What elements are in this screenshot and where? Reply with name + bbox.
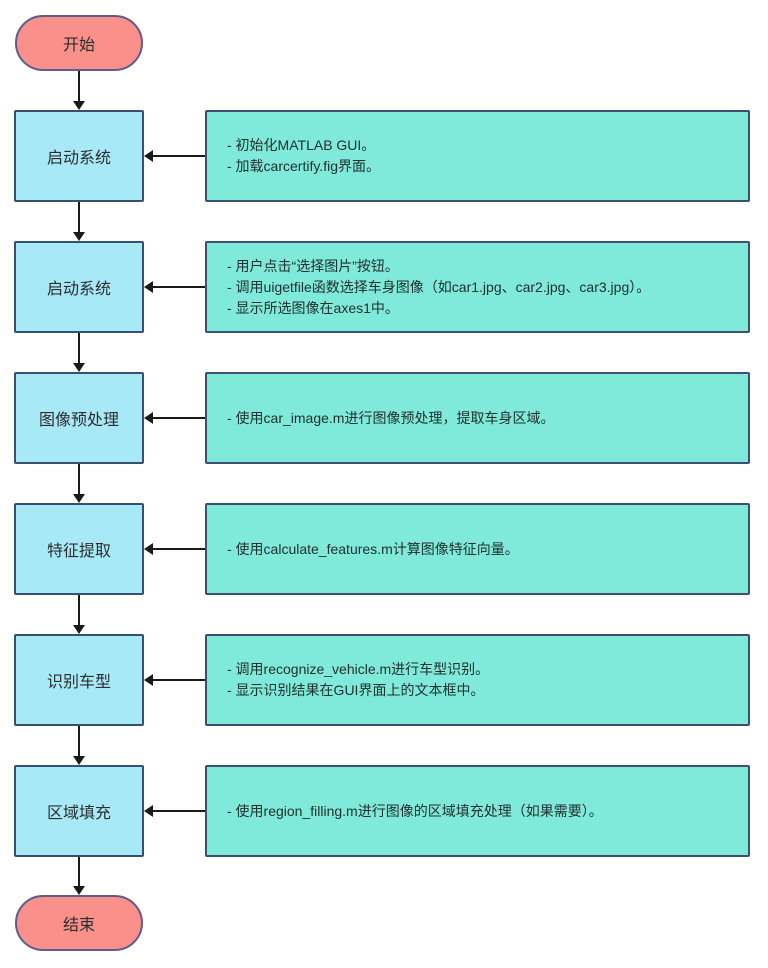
note-line: - 加载carcertify.fig界面。 (227, 158, 380, 174)
connector-line-3-4 (78, 464, 80, 494)
note-line: - 使用calculate_features.m计算图像特征向量。 (227, 540, 519, 557)
note-box-3: - 使用car_image.m进行图像预处理，提取车身区域。 (205, 372, 750, 464)
connector-line-note-5 (153, 679, 205, 681)
connector-line-4-5 (78, 595, 80, 625)
process-node-start-system-1: 启动系统 (14, 110, 144, 202)
process-node-label: 区域填充 (46, 805, 111, 822)
connector-line-note-4 (153, 548, 205, 550)
arrow-down-icon (73, 494, 85, 503)
arrow-down-icon (73, 101, 85, 110)
arrow-down-icon (73, 756, 85, 765)
note-line: - 初始化MATLAB GUI。 (227, 137, 376, 153)
note-line: - 显示识别结果在GUI界面上的文本框中。 (227, 682, 485, 698)
process-node-start-system-2: 启动系统 (14, 241, 144, 333)
process-node-feature-extraction: 特征提取 (14, 503, 144, 595)
note-box-6: - 使用region_filling.m进行图像的区域填充处理（如果需要）。 (205, 765, 750, 857)
process-node-region-filling: 区域填充 (14, 765, 144, 857)
connector-line-1-2 (78, 202, 80, 232)
arrow-down-icon (73, 886, 85, 895)
process-node-label: 识别车型 (46, 674, 111, 691)
note-line: - 使用car_image.m进行图像预处理，提取车身区域。 (227, 409, 555, 426)
note-box-2: - 用户点击“选择图片”按钮。 - 调用uigetfile函数选择车身图像（如c… (205, 241, 750, 333)
arrow-left-icon (144, 543, 153, 555)
arrow-down-icon (73, 625, 85, 634)
connector-line-note-6 (153, 810, 205, 812)
process-node-label: 图像预处理 (38, 412, 119, 429)
arrow-left-icon (144, 674, 153, 686)
note-line: - 显示所选图像在axes1中。 (227, 299, 399, 316)
note-line: - 调用recognize_vehicle.m进行车型识别。 (227, 661, 490, 677)
process-node-recognize-vehicle: 识别车型 (14, 634, 144, 726)
arrow-down-icon (73, 232, 85, 241)
arrow-left-icon (144, 281, 153, 293)
note-line: - 调用uigetfile函数选择车身图像（如car1.jpg、car2.jpg… (227, 278, 651, 295)
process-node-label: 启动系统 (46, 150, 111, 167)
start-node: 开始 (15, 15, 143, 71)
note-line: - 用户点击“选择图片”按钮。 (227, 257, 399, 274)
process-node-label: 特征提取 (46, 543, 111, 560)
end-node-label: 结束 (62, 917, 95, 934)
process-node-label: 启动系统 (46, 281, 111, 298)
connector-line-note-1 (153, 155, 205, 157)
arrow-left-icon (144, 412, 153, 424)
connector-line-note-3 (153, 417, 205, 419)
end-node: 结束 (15, 895, 143, 951)
start-node-label: 开始 (62, 37, 95, 54)
arrow-down-icon (73, 363, 85, 372)
arrow-left-icon (144, 150, 153, 162)
connector-line-6-end (78, 857, 80, 886)
arrow-left-icon (144, 805, 153, 817)
note-box-1: - 初始化MATLAB GUI。 - 加载carcertify.fig界面。 (205, 110, 750, 202)
note-line: - 使用region_filling.m进行图像的区域填充处理（如果需要）。 (227, 802, 603, 819)
connector-line-start (78, 71, 80, 101)
note-box-4: - 使用calculate_features.m计算图像特征向量。 (205, 503, 750, 595)
connector-line-2-3 (78, 333, 80, 363)
note-box-5: - 调用recognize_vehicle.m进行车型识别。 - 显示识别结果在… (205, 634, 750, 726)
process-node-image-preprocess: 图像预处理 (14, 372, 144, 464)
connector-line-note-2 (153, 286, 205, 288)
connector-line-5-6 (78, 726, 80, 756)
